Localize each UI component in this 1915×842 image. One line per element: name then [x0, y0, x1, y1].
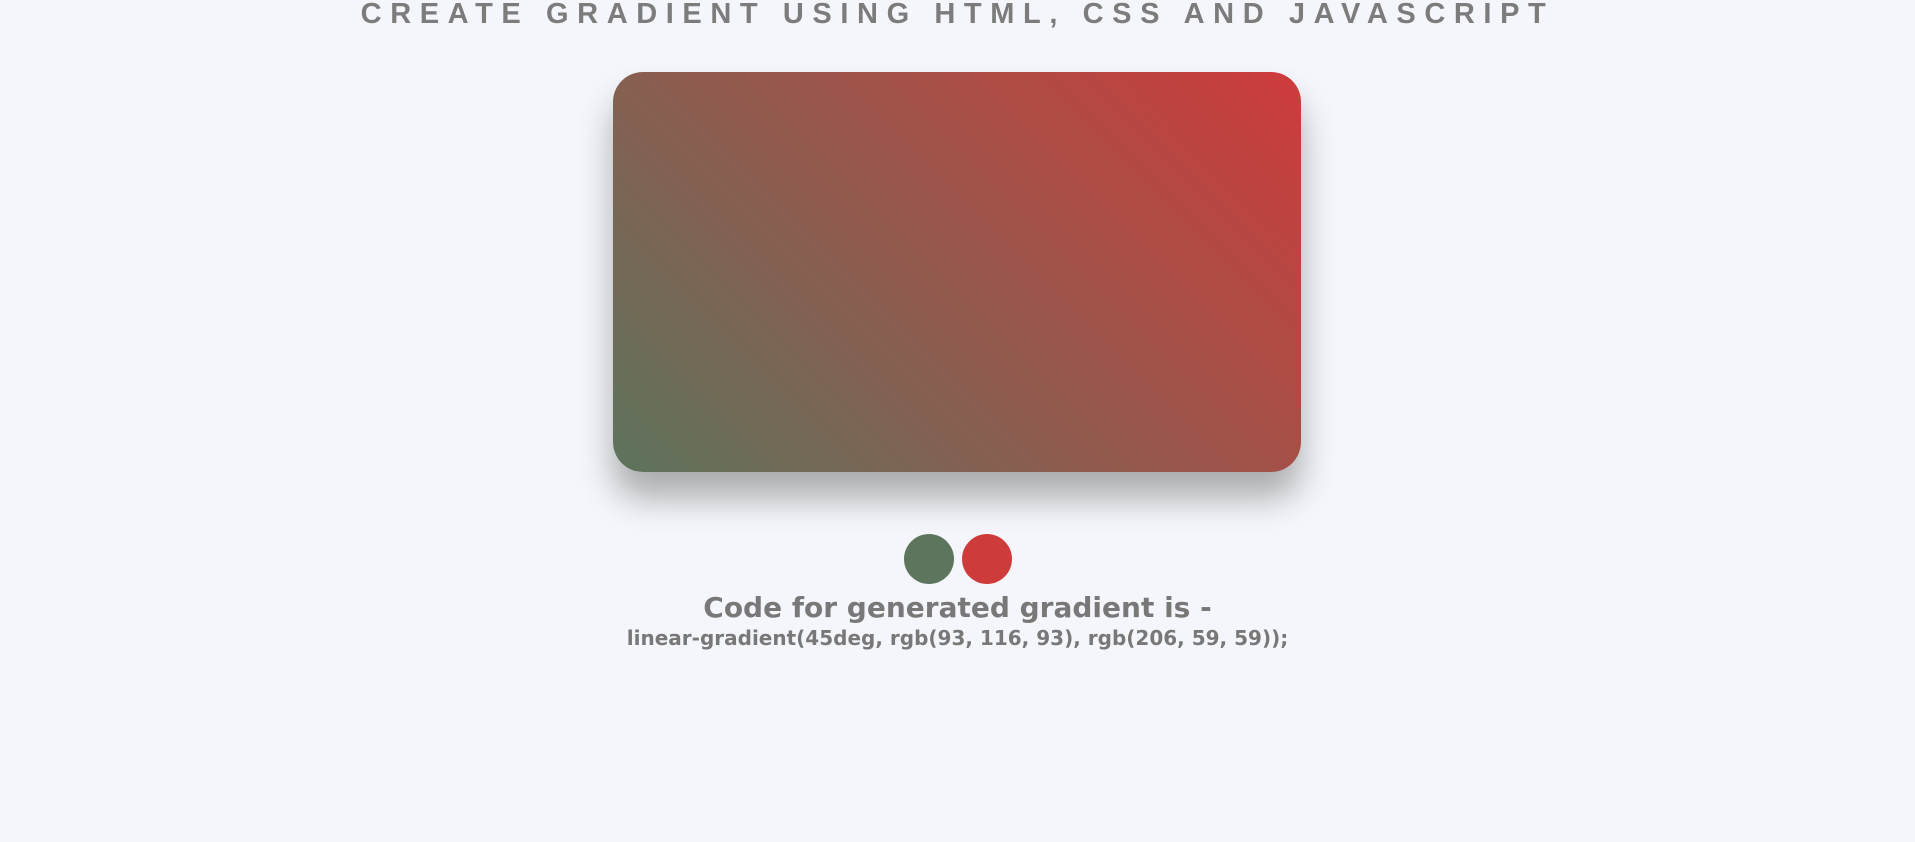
gradient-code-text: linear-gradient(45deg, rgb(93, 116, 93),…: [626, 626, 1289, 650]
gradient-preview-box: [613, 72, 1301, 472]
page-title: CREATE GRADIENT USING HTML, CSS AND JAVA…: [360, 0, 1555, 30]
color-picker-1[interactable]: [903, 534, 954, 584]
color-pickers: [0, 534, 1915, 584]
color-picker-2[interactable]: [961, 534, 1012, 584]
code-heading: Code for generated gradient is -: [703, 591, 1212, 624]
